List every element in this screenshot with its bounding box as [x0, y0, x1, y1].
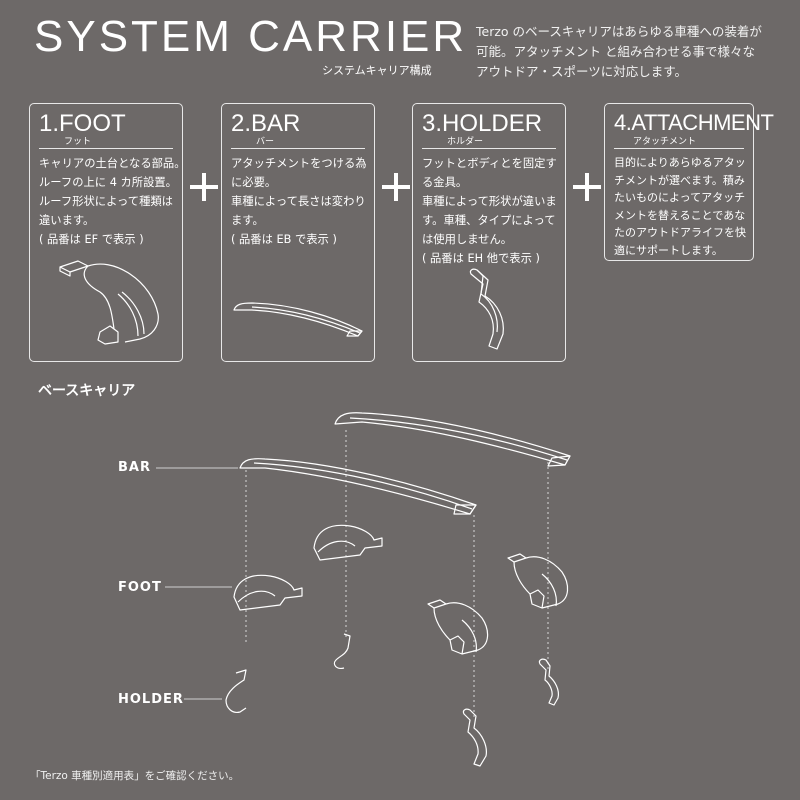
intro-line: 可能。アタッチメント と組み合わせる事で様々な: [476, 44, 755, 59]
card-attachment: 4.ATTACHMENT アタッチメント 目的によりあらゆるアタッ チメントが選…: [604, 103, 774, 261]
page-title: SYSTEM CARRIER: [34, 12, 468, 61]
text-line: チメントが選べます。積み: [614, 173, 745, 187]
text-line: ルーフの上に 4 カ所設置。: [39, 176, 177, 189]
divider: [39, 148, 173, 149]
text-line: に必要。: [231, 176, 277, 189]
text-line: る金具。: [422, 176, 468, 189]
text-line: ( 品番は EH 他で表示 ): [422, 252, 540, 265]
card-ruby: バー: [256, 137, 275, 147]
text-line: ( 品番は EF で表示 ): [39, 233, 144, 246]
card-description: キャリアの土台となる部品。 ルーフの上に 4 カ所設置。 ルーフ形状によって種類…: [39, 154, 186, 249]
card-title: 3.HOLDER: [422, 110, 543, 137]
text-line: アタッチメントをつける為: [231, 157, 367, 170]
card-title: 2.BAR: [231, 110, 301, 137]
intro-line: アウトドア・スポーツに対応します。: [476, 64, 688, 79]
label-bar: BAR: [118, 460, 151, 475]
page-subtitle: システムキャリア構成: [322, 64, 432, 77]
text-line: ます。: [231, 214, 264, 227]
label-foot: FOOT: [118, 580, 162, 595]
card-description: 目的によりあらゆるアタッ チメントが選べます。積み たいものによってアタッチ メ…: [614, 154, 747, 259]
divider: [231, 148, 365, 149]
divider: [614, 148, 744, 149]
text-line: は使用しません。: [422, 233, 513, 246]
divider: [422, 148, 556, 149]
text-line: 適にサポートします。: [614, 243, 723, 257]
text-line: 車種によって長さは変わり: [231, 195, 366, 208]
card-title: 1.FOOT: [39, 110, 126, 137]
card-ruby: ホルダー: [447, 137, 484, 147]
text-line: フットとボディとを固定す: [422, 157, 557, 170]
text-line: ルーフ形状によって種類は: [39, 195, 173, 208]
card-foot: 1.FOOT フット キャリアの土台となる部品。 ルーフの上に 4 カ所設置。 …: [29, 103, 186, 362]
section-title: ベースキャリア: [38, 383, 136, 399]
text-line: たのアウトドアライフを快: [614, 226, 746, 239]
label-holder: HOLDER: [118, 692, 184, 707]
card-bar: 2.BAR バー アタッチメントをつける為 に必要。 車種によって長さは変わり …: [221, 103, 375, 362]
card-description: フットとボディとを固定す る金具。 車種によって形状が違いま す。車種、タイプに…: [422, 154, 559, 268]
text-line: 違います。: [39, 214, 95, 227]
text-line: ( 品番は EB で表示 ): [231, 233, 337, 246]
plus-icon: [382, 173, 410, 201]
foot-illustration-icon: [59, 260, 159, 345]
holder-illustration-icon: [469, 268, 504, 350]
text-line: 目的によりあらゆるアタッ: [614, 156, 746, 169]
intro-line: Terzo のベースキャリアはあらゆる車種への装着が: [476, 24, 762, 39]
card-holder: 3.HOLDER ホルダー フットとボディとを固定す る金具。 車種によって形状…: [412, 103, 566, 362]
card-ruby: アタッチメント: [633, 137, 697, 147]
plus-icon: [573, 173, 601, 201]
text-line: 車種によって形状が違いま: [422, 195, 557, 208]
text-line: す。車種、タイプによって: [422, 214, 556, 227]
text-line: たいものによってアタッチ: [614, 191, 746, 204]
bar-illustration-icon: [233, 302, 363, 337]
card-ruby: フット: [64, 137, 92, 147]
plus-icon: [190, 173, 218, 201]
card-title: 4.ATTACHMENT: [614, 110, 774, 135]
text-line: メントを替えることであな: [614, 208, 746, 222]
intro-text: Terzo のベースキャリアはあらゆる車種への装着が 可能。アタッチメント と組…: [476, 22, 796, 82]
text-line: キャリアの土台となる部品。: [39, 157, 186, 170]
footer-note: 「Terzo 車種別適用表」をご確認ください。: [30, 770, 240, 782]
card-description: アタッチメントをつける為 に必要。 車種によって長さは変わり ます。 ( 品番は…: [231, 154, 368, 249]
